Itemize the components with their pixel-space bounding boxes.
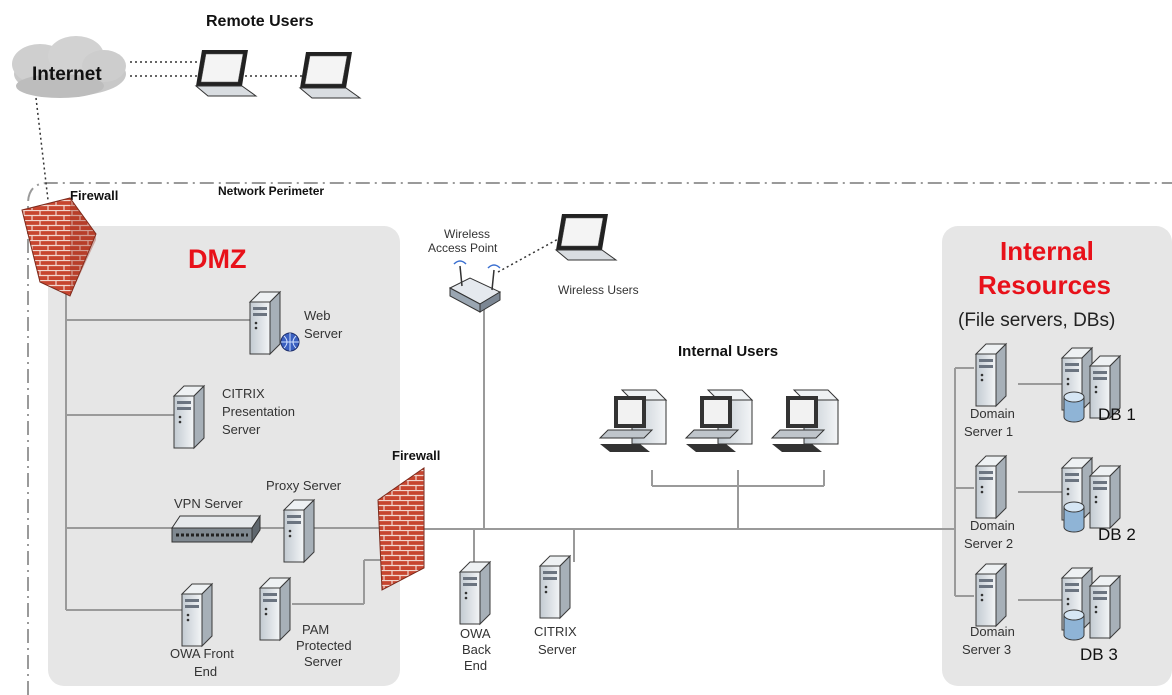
domain-server-2-label-2: Server 2 xyxy=(964,536,1013,551)
owa-back-end-label-3: End xyxy=(464,658,487,673)
db2-label: DB 2 xyxy=(1098,525,1136,544)
proxy-server-label: Proxy Server xyxy=(266,478,342,493)
citrix-presentation-label-3: Server xyxy=(222,422,261,437)
pam-label-1: PAM xyxy=(302,622,329,637)
citrix-server-label-1: CITRIX xyxy=(534,624,577,639)
wireless-laptop-icon xyxy=(555,213,617,261)
wireless-users-label: Wireless Users xyxy=(558,283,639,297)
internal-desktop-1-icon xyxy=(599,389,667,453)
web-server-icon xyxy=(249,291,281,355)
domain-server-3-label-1: Domain xyxy=(970,624,1015,639)
citrix-presentation-server-icon xyxy=(173,385,205,449)
wireless-ap-label-1: Wireless xyxy=(444,227,490,241)
domain-server-1-label-2: Server 1 xyxy=(964,424,1013,439)
dmz-title: DMZ xyxy=(188,244,246,274)
web-server-label-1: Web xyxy=(304,308,331,323)
db3-database-icon xyxy=(1063,609,1085,641)
globe-icon xyxy=(280,332,300,352)
remote-laptop-2-icon xyxy=(299,51,361,99)
domain-server-1-label-1: Domain xyxy=(970,406,1015,421)
db2-database-icon xyxy=(1063,501,1085,533)
internet-cloud-icon xyxy=(12,36,126,98)
remote-users-title: Remote Users xyxy=(206,13,314,30)
citrix-presentation-label-1: CITRIX xyxy=(222,386,265,401)
domain-server-2-icon xyxy=(975,455,1007,519)
internal-desktop-3-icon xyxy=(771,389,839,453)
pam-label-3: Server xyxy=(304,654,343,669)
internal-resources-title-2: Resources xyxy=(978,270,1111,300)
internal-resources-subtitle: (File servers, DBs) xyxy=(958,310,1115,331)
pam-protected-server-icon xyxy=(259,577,291,641)
network-perimeter-boundary xyxy=(27,182,1172,695)
domain-server-2-label-1: Domain xyxy=(970,518,1015,533)
domain-server-3-icon xyxy=(975,563,1007,627)
web-server-label-2: Server xyxy=(304,326,343,341)
firewall-1-label: Firewall xyxy=(70,188,118,203)
db1-label: DB 1 xyxy=(1098,405,1136,424)
db2-server-b-icon xyxy=(1089,465,1121,529)
proxy-server-icon xyxy=(283,499,315,563)
dmz-zone xyxy=(48,226,400,686)
remote-laptop-1-icon xyxy=(195,49,257,97)
owa-front-end-label-2: End xyxy=(194,664,217,679)
firewall-2-icon xyxy=(377,467,425,591)
owa-front-end-icon xyxy=(181,583,213,647)
vpn-server-label: VPN Server xyxy=(174,496,243,511)
vpn-switch-icon xyxy=(171,514,261,544)
owa-back-end-label-2: Back xyxy=(462,642,491,657)
network-perimeter-label: Network Perimeter xyxy=(218,184,324,198)
wireless-access-point-icon xyxy=(448,260,502,313)
internal-resources-title-1: Internal xyxy=(1000,236,1094,266)
owa-back-end-label-1: OWA xyxy=(460,626,491,641)
owa-front-end-label-1: OWA Front xyxy=(170,646,234,661)
firewall-1-icon xyxy=(21,197,97,297)
citrix-server-icon xyxy=(539,555,571,619)
domain-server-1-icon xyxy=(975,343,1007,407)
db3-label: DB 3 xyxy=(1080,645,1118,664)
pam-label-2: Protected xyxy=(296,638,352,653)
firewall-2-label: Firewall xyxy=(392,448,440,463)
internal-desktop-2-icon xyxy=(685,389,753,453)
owa-back-end-icon xyxy=(459,561,491,625)
citrix-server-label-2: Server xyxy=(538,642,577,657)
db3-server-b-icon xyxy=(1089,575,1121,639)
citrix-presentation-label-2: Presentation xyxy=(222,404,295,419)
network-connectors xyxy=(65,268,1062,611)
db1-database-icon xyxy=(1063,391,1085,423)
wireless-ap-label-2: Access Point xyxy=(428,241,498,255)
domain-server-3-label-2: Server 3 xyxy=(962,642,1011,657)
internet-label: Internet xyxy=(32,64,102,85)
internal-users-title: Internal Users xyxy=(678,343,778,360)
